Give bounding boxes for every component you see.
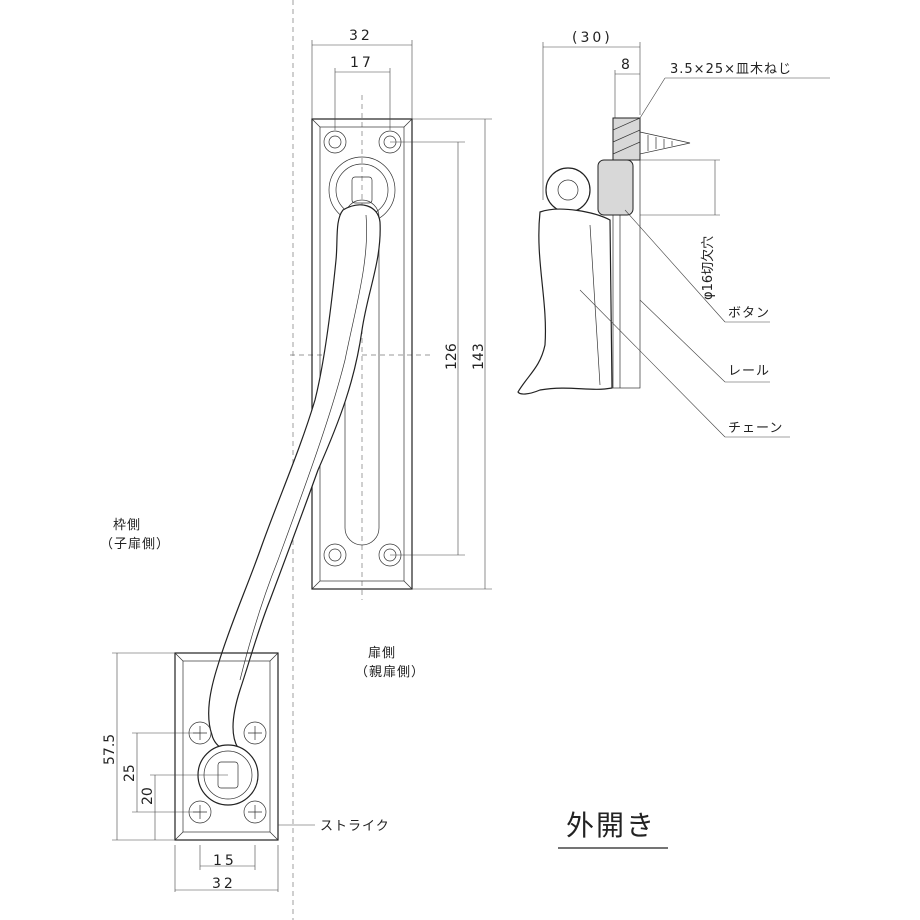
side-view — [517, 42, 720, 395]
top-dimensions — [311, 40, 413, 130]
strike-dimensions — [112, 652, 279, 892]
dim-strike-inner: 15 — [213, 853, 237, 869]
dim-height-outer: 143 — [471, 343, 487, 370]
dim-strike-25: 25 — [122, 764, 138, 782]
label-door-side: 扉側 — [368, 645, 396, 661]
leaders — [278, 77, 830, 826]
label-strike: ストライク — [320, 819, 390, 834]
dim-height-inner: 126 — [444, 343, 460, 370]
screw-icon — [243, 721, 267, 745]
dim-strike-height: 57.5 — [102, 734, 118, 765]
label-rail: レール — [728, 364, 770, 379]
dim-top-width: 32 — [349, 28, 373, 44]
dim-strike-width: 32 — [212, 876, 236, 892]
title-outward-opening: 外開き — [566, 809, 656, 842]
label-chain: チェーン — [728, 421, 783, 436]
screw-icon — [323, 130, 347, 154]
dim-side-depth: (30) — [572, 30, 613, 46]
label-button: ボタン — [728, 306, 770, 321]
label-frame-side-sub: （子扉側） — [100, 536, 170, 552]
dim-strike-20: 20 — [140, 787, 156, 805]
vertical-dimensions — [390, 118, 492, 590]
label-door-side-sub: （親扉側） — [355, 664, 425, 680]
dim-top-inner: 17 — [350, 55, 374, 71]
label-screw: 3.5×25×皿木ねじ — [670, 62, 792, 77]
label-frame-side: 枠側 — [113, 518, 141, 533]
dim-side-plate: 8 — [621, 57, 633, 73]
label-hole: φ16切欠穴 — [700, 236, 716, 300]
screw-icon — [323, 543, 347, 567]
wood-screw-icon — [639, 131, 691, 155]
screw-icon — [243, 800, 267, 824]
